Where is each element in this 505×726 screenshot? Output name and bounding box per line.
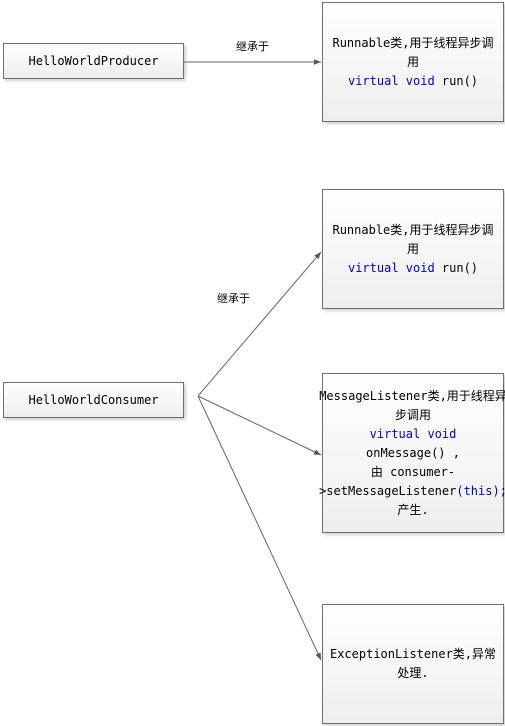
consumer-runnable-title: Runnable类,用于线程异步调用 — [332, 222, 494, 256]
message-listener-title: MessageListener类,用于线程异步调用 — [319, 388, 505, 422]
consumer-runnable-fn: run() — [441, 260, 479, 275]
message-listener-node: MessageListener类,用于线程异步调用 virtual void o… — [319, 373, 505, 533]
exception-listener-title: ExceptionListener类,异常处理. — [329, 647, 497, 680]
producer-runnable-node: Runnable类,用于线程异步调用 virtual void run() — [322, 2, 504, 122]
producer-runnable-fn: run() — [441, 73, 479, 88]
consumer-edge-label: 继承于 — [217, 292, 250, 305]
consumer-to-exceptionlistener-arrow — [197, 395, 322, 661]
message-listener-kw: virtual void — [369, 426, 457, 441]
producer-name: HelloWorldProducer — [28, 53, 159, 68]
producer-node: HelloWorldProducer — [3, 43, 184, 79]
producer-runnable-kw: virtual void — [347, 73, 435, 88]
consumer-to-runnable-arrow — [197, 251, 322, 397]
consumer-node: HelloWorldConsumer — [3, 382, 184, 418]
producer-edge-label: 继承于 — [236, 40, 269, 53]
consumer-runnable-kw: virtual void — [347, 260, 435, 275]
message-listener-this-kw: (this) — [456, 483, 500, 498]
exception-listener-node: ExceptionListener类,异常处理. — [322, 604, 504, 724]
consumer-name: HelloWorldConsumer — [28, 392, 159, 407]
consumer-runnable-node: Runnable类,用于线程异步调用 virtual void run() — [322, 189, 504, 309]
message-listener-note-prefix: 由 consumer->setMessageListener — [319, 464, 457, 498]
message-listener-fn: onMessage() , — [366, 445, 460, 460]
consumer-to-messagelistener-arrow — [197, 395, 322, 456]
producer-runnable-title: Runnable类,用于线程异步调用 — [332, 35, 494, 69]
message-listener-note-suffix: ;产生. — [397, 484, 505, 517]
